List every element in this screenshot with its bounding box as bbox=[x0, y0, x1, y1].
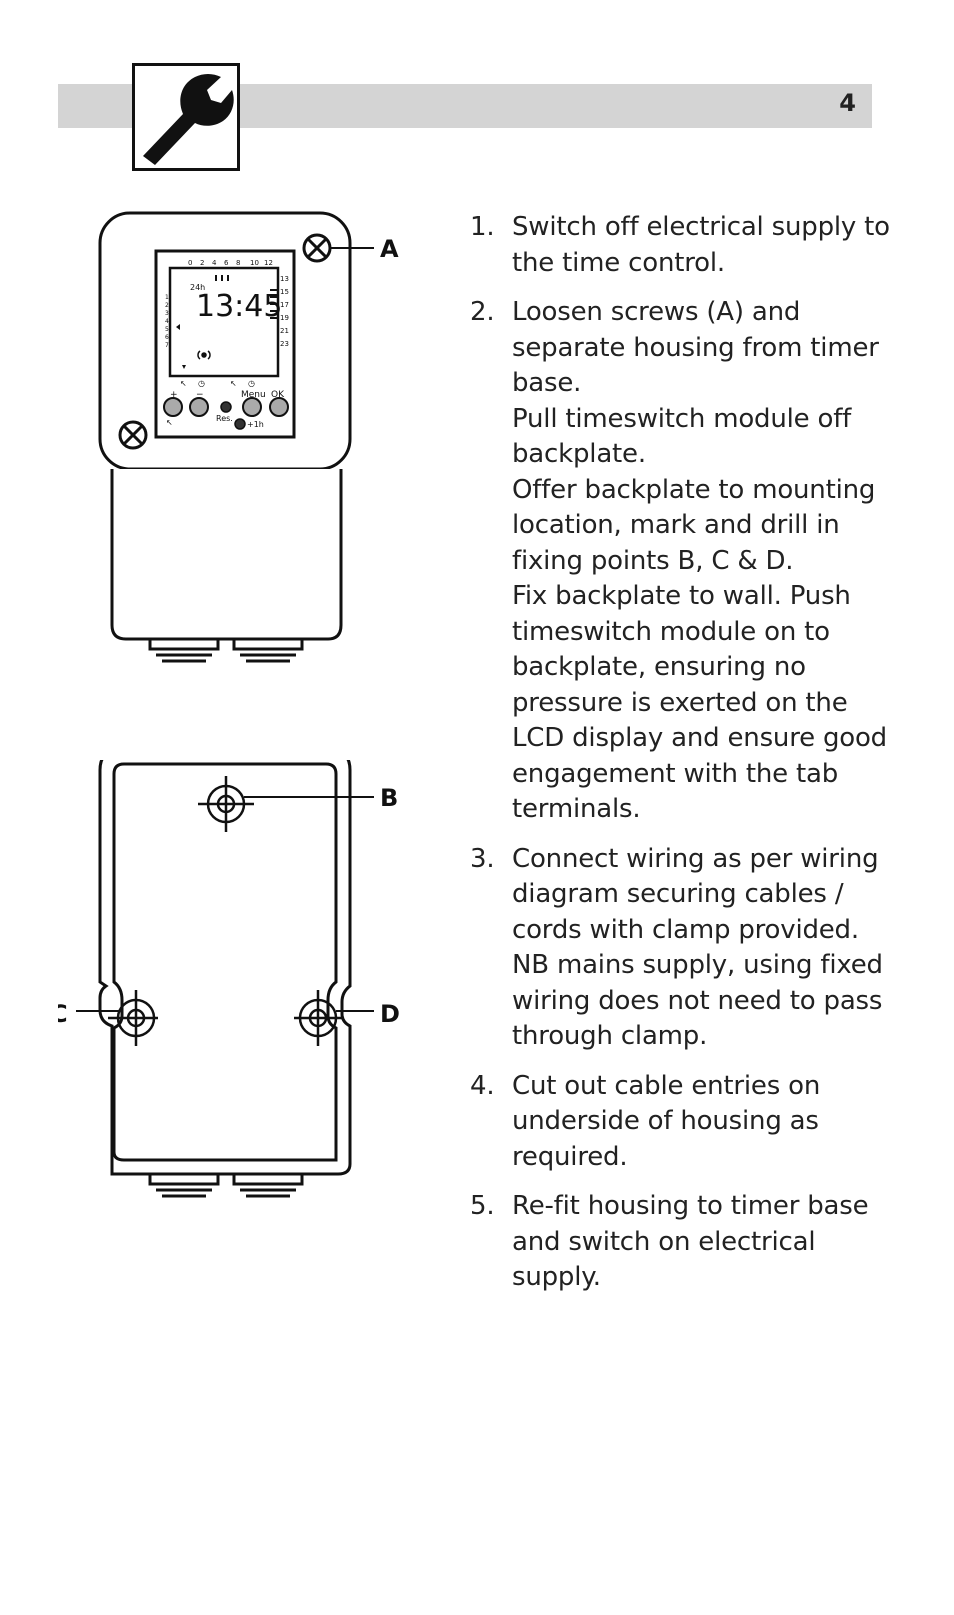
lcd-time: 13:45 bbox=[196, 289, 282, 324]
screw-a-top-right bbox=[302, 233, 332, 263]
step-text: Re-fit housing to timer base and switch … bbox=[512, 1191, 869, 1292]
step-1: 1. Switch off electrical supply to the t… bbox=[470, 210, 906, 281]
step-5: 5. Re-fit housing to timer base and swit… bbox=[470, 1189, 906, 1296]
day-4: 4 bbox=[165, 318, 169, 325]
day-7: 7 bbox=[165, 342, 169, 349]
step-text: Offer backplate to mounting location, ma… bbox=[512, 474, 876, 576]
top-scale-6: 6 bbox=[224, 259, 229, 267]
day-5: 5 bbox=[165, 326, 169, 333]
reset-label: Res. bbox=[216, 414, 233, 423]
callout-b: B bbox=[380, 784, 398, 812]
ok-button bbox=[269, 397, 289, 417]
step-text: Loosen screws (A) and separate housing f… bbox=[512, 297, 879, 398]
step-text: Cut out cable entries on underside of ho… bbox=[512, 1070, 821, 1172]
step-text: Connect wiring as per wiring diagram sec… bbox=[512, 843, 879, 945]
step-2: 2. Loosen screws (A) and separate housin… bbox=[470, 295, 906, 828]
lcd-display bbox=[168, 266, 280, 378]
plus-label: + bbox=[170, 390, 178, 400]
fixing-point-b bbox=[198, 776, 254, 832]
top-scale-2: 2 bbox=[200, 259, 204, 267]
step-number: 5. bbox=[470, 1191, 495, 1221]
plus-one-hour-label: +1h bbox=[247, 420, 264, 429]
step-text: NB mains supply, using fixed wiring does… bbox=[512, 950, 883, 1051]
top-scale-10: 10 bbox=[250, 259, 259, 267]
backplate-diagram: B C D bbox=[58, 760, 400, 1198]
callout-d: D bbox=[380, 1000, 400, 1028]
screw-a-bottom-left bbox=[118, 420, 148, 450]
day-3: 3 bbox=[165, 310, 169, 317]
step-text: Pull timeswitch module off backplate. bbox=[512, 403, 852, 470]
day-6: 6 bbox=[165, 334, 169, 341]
cable-gland-left bbox=[148, 637, 220, 663]
lcd-mode: 24h bbox=[190, 283, 205, 292]
top-scale-4: 4 bbox=[212, 259, 217, 267]
callout-c: C bbox=[58, 1000, 68, 1028]
cable-gland-left bbox=[148, 1172, 220, 1198]
edit-icon-2: ↖ bbox=[230, 379, 237, 388]
edit-icon-1: ↖ bbox=[180, 379, 187, 388]
edit-icon-3: ↖ bbox=[166, 418, 173, 427]
cable-gland-right bbox=[232, 637, 304, 663]
timer-front-diagram: A 0 2 4 6 8 10 12 24h 13:45 13 15 17 19 … bbox=[98, 211, 399, 663]
reset-button bbox=[220, 401, 232, 413]
right-scale-19: 19 bbox=[280, 314, 289, 322]
menu-button bbox=[242, 397, 262, 417]
top-scale-12: 12 bbox=[264, 259, 273, 267]
plus-one-hour-button bbox=[234, 418, 246, 430]
wrench-icon bbox=[143, 74, 234, 165]
top-scale-8: 8 bbox=[236, 259, 240, 267]
fixing-point-c bbox=[108, 990, 158, 1046]
minus-label: − bbox=[196, 390, 204, 400]
menu-label: Menu bbox=[241, 390, 266, 400]
day-2: 2 bbox=[165, 302, 169, 309]
step-number: 3. bbox=[470, 843, 495, 874]
fixing-point-d bbox=[294, 990, 344, 1046]
day-1: 1 bbox=[165, 294, 169, 301]
clock-icon-2: ◷ bbox=[248, 379, 255, 388]
ok-label: OK bbox=[271, 390, 285, 400]
right-scale-23: 23 bbox=[280, 340, 289, 348]
callout-a: A bbox=[380, 235, 399, 263]
cable-gland-right bbox=[232, 1172, 304, 1198]
step-number: 2. bbox=[470, 297, 495, 327]
step-number: 4. bbox=[470, 1070, 495, 1101]
right-scale-15: 15 bbox=[280, 288, 289, 296]
installation-steps: 1. Switch off electrical supply to the t… bbox=[470, 210, 906, 1310]
right-scale-17: 17 bbox=[280, 301, 289, 309]
antenna-icon bbox=[197, 350, 211, 360]
step-4: 4. Cut out cable entries on underside of… bbox=[470, 1069, 906, 1176]
plus-button bbox=[163, 397, 183, 417]
step-3: 3. Connect wiring as per wiring diagram … bbox=[470, 842, 906, 1055]
top-scale-0: 0 bbox=[188, 259, 192, 267]
right-scale-21: 21 bbox=[280, 327, 289, 335]
step-text: Switch off electrical supply to the time… bbox=[512, 212, 890, 278]
right-scale-13: 13 bbox=[280, 275, 289, 283]
minus-button bbox=[189, 397, 209, 417]
step-text: Fix backplate to wall. Push timeswitch m… bbox=[512, 581, 887, 824]
page-number: 4 bbox=[839, 89, 856, 117]
clock-icon-1: ◷ bbox=[198, 379, 205, 388]
step-number: 1. bbox=[470, 212, 495, 242]
section-icon-box bbox=[132, 63, 240, 171]
